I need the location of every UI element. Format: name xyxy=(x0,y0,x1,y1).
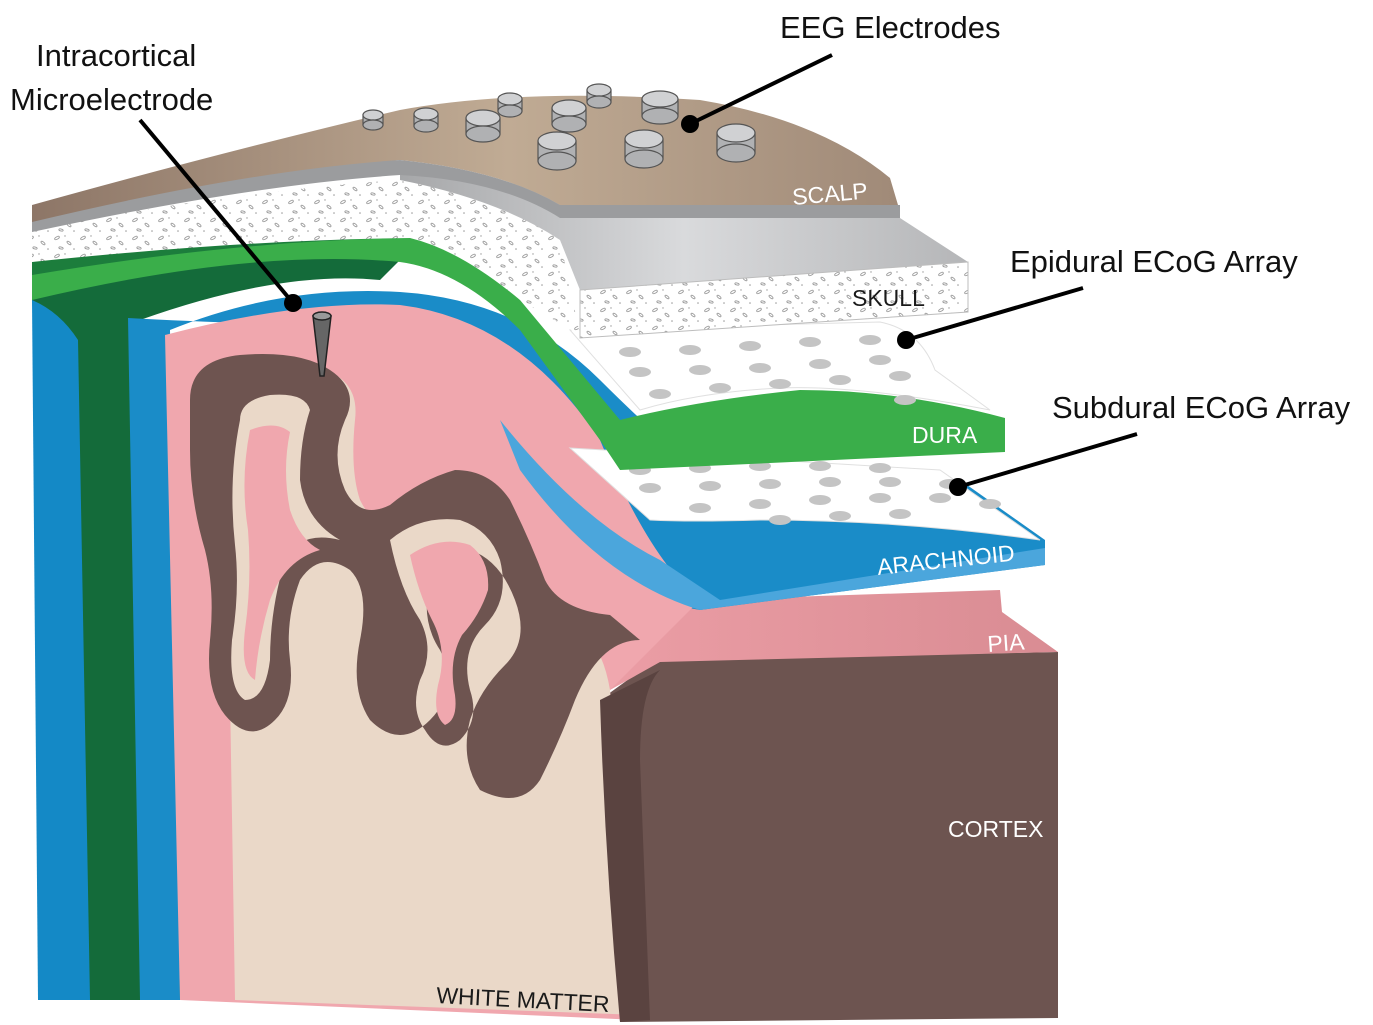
eeg-electrode[interactable] xyxy=(363,110,383,130)
eeg-electrode[interactable] xyxy=(717,124,755,162)
eeg-electrode[interactable] xyxy=(414,108,438,132)
eeg-electrode[interactable] xyxy=(466,110,500,142)
leader-dot-intracortical xyxy=(284,294,302,312)
eeg-electrode[interactable] xyxy=(625,130,663,168)
callout-intracortical-line2: Microelectrode xyxy=(10,82,213,117)
eeg-electrode[interactable] xyxy=(498,93,522,117)
microelectrode-top xyxy=(313,312,331,320)
callout-subdural-ecog: Subdural ECoG Array xyxy=(1052,390,1351,425)
callout-eeg-electrodes: EEG Electrodes xyxy=(780,10,1001,45)
leader-dot-epidural xyxy=(897,331,915,349)
label-pia: PIA xyxy=(987,628,1026,657)
leader-dot-eeg xyxy=(681,115,699,133)
eeg-electrode[interactable] xyxy=(642,91,678,124)
eeg-electrode[interactable] xyxy=(538,132,576,170)
eeg-electrode[interactable] xyxy=(552,100,586,132)
callout-intracortical-line1: Intracortical xyxy=(36,38,196,73)
label-dura: DURA xyxy=(912,422,978,448)
label-cortex: CORTEX xyxy=(948,816,1043,842)
leader-dot-subdural xyxy=(949,478,967,496)
eeg-electrode[interactable] xyxy=(587,84,611,108)
label-skull: SKULL xyxy=(852,285,925,311)
callout-epidural-ecog: Epidural ECoG Array xyxy=(1010,244,1298,279)
